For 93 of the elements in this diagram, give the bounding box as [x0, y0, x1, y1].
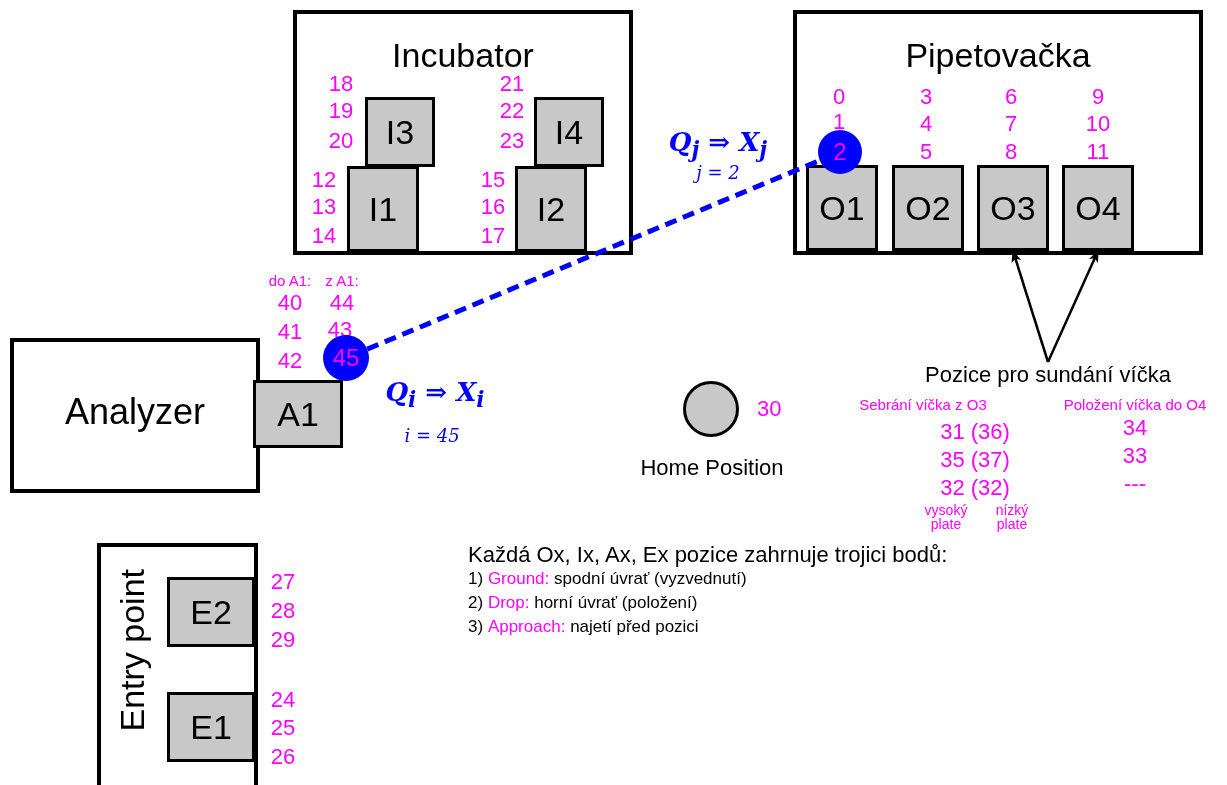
term: Ground: [487, 569, 550, 588]
position-number: 16 [480, 196, 506, 218]
slot-label: I2 [536, 189, 566, 229]
slot-label: O1 [819, 188, 865, 228]
position-number: 13 [311, 196, 337, 218]
formula-label: i = 45 [404, 427, 460, 445]
slot-label: E2 [190, 592, 232, 632]
station-title: Entry point [115, 569, 149, 732]
home-position-circle [683, 381, 739, 437]
slot-box [806, 165, 878, 251]
position-number: 5 [919, 141, 933, 163]
slot-box [365, 97, 435, 167]
slot-label: A1 [277, 394, 319, 434]
column-heading: z A1: [325, 272, 359, 288]
position-number: 32 (32) [940, 477, 1010, 499]
list-number: 1) [468, 569, 484, 588]
position-number: 44 [329, 292, 355, 314]
position-number: 24 [270, 689, 296, 711]
node-label: Home Position [640, 457, 784, 479]
slot-label: E1 [190, 707, 232, 747]
position-number: 6 [1004, 86, 1018, 108]
station-box [293, 10, 633, 255]
position-number: 3 [919, 86, 933, 108]
position-number: 31 (36) [940, 421, 1010, 443]
note: vysoký plate [923, 503, 969, 531]
position-number: 10 [1085, 113, 1111, 135]
position-number: --- [1124, 473, 1146, 495]
slot-label: I4 [554, 112, 584, 152]
position-number: 25 [270, 717, 296, 739]
note: horní úvrať (položení) [534, 593, 698, 612]
position-number: 19 [328, 100, 354, 122]
slot-box [534, 97, 604, 167]
slot-label: O4 [1075, 188, 1121, 228]
position-number: 26 [270, 746, 296, 768]
note-heading: Každá Ox, Ix, Ax, Ex pozice zahrnuje trojici bodů: [468, 543, 948, 568]
position-number: 22 [499, 100, 525, 122]
list-number: 2) [468, 593, 484, 612]
position-number: 42 [277, 350, 303, 372]
slot-box [892, 165, 964, 251]
position-number: 14 [311, 225, 337, 247]
position-number: 17 [480, 225, 506, 247]
position-number: 28 [270, 600, 296, 622]
list-number: 3) [468, 617, 484, 636]
slot-label: I1 [368, 189, 398, 229]
slot-box [253, 380, 343, 448]
position-number: 4 [919, 113, 933, 135]
station-box [97, 543, 258, 785]
station-title: Incubator [391, 38, 535, 72]
column-heading: do A1: [268, 272, 312, 288]
position-number: 0 [832, 86, 846, 108]
position-number: 1 [832, 111, 846, 133]
position-number: 11 [1086, 141, 1110, 163]
position-number: 27 [270, 571, 296, 593]
column-heading: Položení víčka do O4 [1063, 396, 1207, 412]
term: Drop: [487, 593, 530, 612]
slot-label: I3 [385, 112, 415, 152]
slot-box [515, 166, 587, 252]
slot-box [347, 166, 419, 252]
position-number: 40 [277, 292, 303, 314]
note: najetí před pozici [570, 617, 699, 636]
slot-box [977, 165, 1049, 251]
position-number: 29 [270, 629, 296, 651]
position-marker: 2 [818, 130, 862, 174]
position-number: 18 [328, 73, 354, 95]
position-number: 21 [499, 73, 525, 95]
station-title: Analyzer [63, 394, 207, 430]
position-number: 15 [480, 169, 506, 191]
note: spodní úvrať (vyzvednutí) [554, 569, 747, 588]
slot-label: O3 [990, 188, 1036, 228]
position-number: 41 [277, 321, 303, 343]
position-number: 34 [1122, 417, 1148, 439]
term: Approach: [487, 617, 566, 636]
position-number: 35 (37) [940, 449, 1010, 471]
formula-label: Q$_{i}$ ⇒ X$_{i}$ [385, 379, 485, 411]
note: nízký plate [994, 503, 1030, 531]
position-number: 7 [1004, 113, 1018, 135]
slot-box [167, 577, 255, 647]
position-number: 20 [328, 130, 354, 152]
slot-box [167, 692, 255, 762]
position-number: 30 [757, 398, 782, 420]
position-number: 9 [1091, 86, 1105, 108]
position-number: 33 [1122, 445, 1148, 467]
position-number: 12 [311, 169, 337, 191]
station-box [10, 338, 260, 493]
slot-label: O2 [905, 188, 951, 228]
position-number: 8 [1004, 141, 1018, 163]
position-number: 23 [499, 130, 525, 152]
column-heading: Sebrání víčka z O3 [859, 396, 987, 412]
slot-box [1062, 165, 1134, 251]
station-box [793, 10, 1203, 255]
callout-text: Pozice pro sundání víčka [888, 362, 1208, 388]
formula-label: Q$_{j}$ ⇒ X$_{j}$ [668, 129, 768, 161]
station-title: Pipetovačka [904, 38, 1092, 72]
